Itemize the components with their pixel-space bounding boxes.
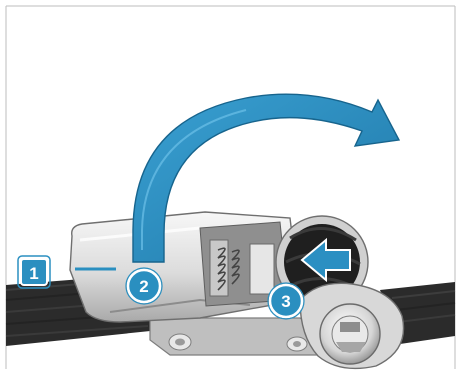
callout-3: 3 [268,283,304,319]
spool-knob [320,304,380,364]
callout-2-label: 2 [139,277,148,296]
callout-1-label: 1 [29,264,38,283]
callout-1: 1 [18,256,50,288]
callout-3-label: 3 [281,292,290,311]
callout-2: 2 [126,268,162,304]
